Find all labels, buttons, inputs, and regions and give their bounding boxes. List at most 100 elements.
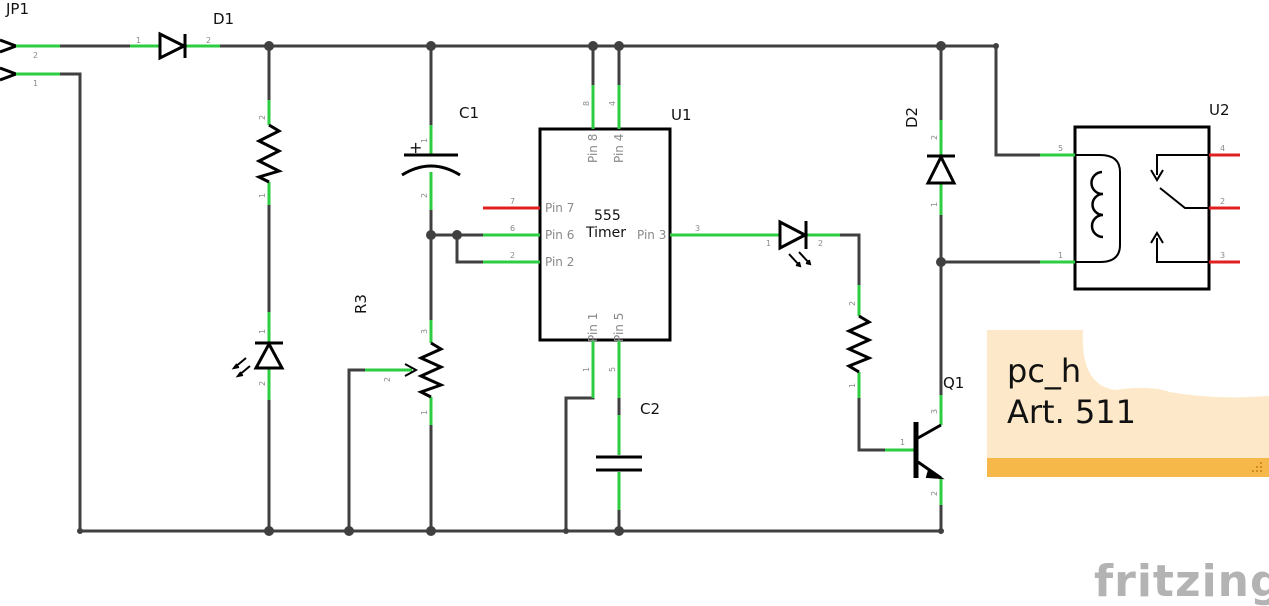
junction-dot <box>938 528 944 534</box>
right-led-light-arrow <box>788 253 802 268</box>
left-led-pin-number: 2 <box>258 381 267 386</box>
junction-dot <box>614 41 624 51</box>
left-led[interactable]: 1 2 <box>231 312 285 400</box>
right-resistor-pin-number: 1 <box>848 383 857 388</box>
u1-label: U1 <box>671 106 692 124</box>
q1-transistor[interactable]: Q1 1 3 2 <box>885 374 964 505</box>
left-resistor-pin-number: 2 <box>258 115 267 120</box>
d1-triangle <box>158 31 188 61</box>
note-box[interactable]: pc_h Art. 511 <box>987 330 1269 477</box>
u2-pin-number: 5 <box>1058 144 1063 153</box>
c1-pin-number: 2 <box>420 193 429 198</box>
u2-pin-number: 2 <box>1220 197 1225 206</box>
c1-pin-number: 1 <box>420 138 429 143</box>
r3-wiper-arrow <box>404 363 419 377</box>
c1-negative-plate <box>401 164 461 177</box>
u2-coil-frame <box>1075 154 1121 263</box>
u1-pin-number: 8 <box>582 101 591 106</box>
note-footer-bar <box>987 458 1269 477</box>
u1-pin-number: 2 <box>510 251 515 260</box>
jp1-connector[interactable]: JP1 2 1 <box>0 0 60 88</box>
d2-pin-number: 2 <box>930 135 939 140</box>
junction-dot <box>77 528 83 534</box>
d1-label: D1 <box>213 10 234 28</box>
junction-dot <box>264 526 274 536</box>
d1-pin-number: 1 <box>136 36 141 45</box>
d1-pin-number: 2 <box>206 36 211 45</box>
u1-pin-label: Pin 7 <box>545 201 574 215</box>
r3-pin-number: 3 <box>420 329 429 334</box>
u2-relay[interactable]: U2 5 1 4 2 3 <box>1040 101 1240 291</box>
right-resistor[interactable]: 2 1 <box>845 285 873 398</box>
u2-contact-no-arrow <box>1150 231 1164 244</box>
c1-capacitor[interactable]: + C1 1 2 <box>401 104 479 210</box>
u2-coil-icon <box>1090 170 1104 239</box>
u2-pin-number: 3 <box>1220 251 1225 260</box>
left-led-triangle <box>253 340 285 370</box>
c2-label: C2 <box>640 400 660 418</box>
junction-dot <box>993 43 999 49</box>
u1-pin-number: 7 <box>510 197 515 206</box>
junction-dot <box>426 230 436 240</box>
right-resistor-pin-number: 2 <box>848 301 857 306</box>
jp1-pin-1-arrow <box>0 66 21 82</box>
q1-label: Q1 <box>943 374 964 392</box>
jp1-pin-number: 2 <box>33 51 38 60</box>
u1-555-timer[interactable]: U1 555 Timer Pin 8 Pin 4 Pin 7 Pin 6 Pin… <box>483 85 728 398</box>
junction-dot <box>588 41 598 51</box>
left-resistor-pin-number: 1 <box>258 193 267 198</box>
u2-contact-no <box>1156 238 1209 263</box>
u2-switch-arm <box>1159 187 1209 209</box>
right-led-triangle <box>778 219 809 251</box>
wire[interactable] <box>58 72 943 533</box>
c1-polarity-mark: + <box>409 138 422 157</box>
wire[interactable] <box>218 44 1042 157</box>
right-led-pin-number: 2 <box>818 239 823 248</box>
junction-dot <box>614 526 624 536</box>
junction-dot <box>936 41 946 51</box>
left-led-light-arrow <box>235 365 251 378</box>
wire[interactable] <box>857 396 887 452</box>
u2-label: U2 <box>1209 101 1230 119</box>
note-resize-grip-icon[interactable] <box>1252 462 1262 472</box>
right-led[interactable]: 1 2 <box>728 219 840 268</box>
q1-collector-line <box>917 423 942 440</box>
wire[interactable] <box>347 368 367 533</box>
wire[interactable] <box>455 233 485 264</box>
right-resistor-zigzag <box>845 314 873 374</box>
u1-pin-label: Pin 5 <box>612 313 626 342</box>
right-led-pin-number: 1 <box>766 239 771 248</box>
u1-pin-label: Pin 3 <box>637 228 666 242</box>
fritzing-logo: fritzing <box>1094 556 1269 606</box>
r3-pin-number: 2 <box>383 377 392 382</box>
left-resistor[interactable]: 2 1 <box>254 100 284 205</box>
u1-pin-number: 3 <box>695 224 700 233</box>
d2-diode[interactable]: D2 2 1 <box>903 107 957 215</box>
u2-contact-nc-arrow <box>1150 169 1164 182</box>
junction-dot <box>426 41 436 51</box>
junction-dot <box>264 41 274 51</box>
junction-dot <box>426 526 436 536</box>
u1-part-name: Timer <box>585 225 626 241</box>
junction-dot <box>563 528 569 534</box>
d1-diode[interactable]: D1 1 2 <box>130 10 234 61</box>
wire[interactable] <box>564 396 595 533</box>
c1-label: C1 <box>459 104 479 122</box>
q1-pin-number: 2 <box>930 491 939 496</box>
junction-dot <box>936 257 946 267</box>
u1-pin-label: Pin 2 <box>545 255 574 269</box>
r3-zigzag <box>417 341 446 399</box>
jp1-label: JP1 <box>5 0 29 18</box>
c2-capacitor[interactable]: C2 <box>596 400 660 510</box>
right-led-light-arrow <box>798 251 812 266</box>
u1-part-name: 555 <box>594 208 621 224</box>
q1-pin-number: 3 <box>930 409 939 414</box>
q1-emitter-arrow <box>925 468 945 480</box>
wires <box>58 44 1042 533</box>
left-led-light-arrow <box>231 357 247 370</box>
wire[interactable] <box>838 233 861 287</box>
r3-potentiometer[interactable]: R3 3 2 1 <box>352 294 446 425</box>
u2-pin-number: 1 <box>1058 251 1063 260</box>
q1-pin-number: 1 <box>900 438 905 447</box>
